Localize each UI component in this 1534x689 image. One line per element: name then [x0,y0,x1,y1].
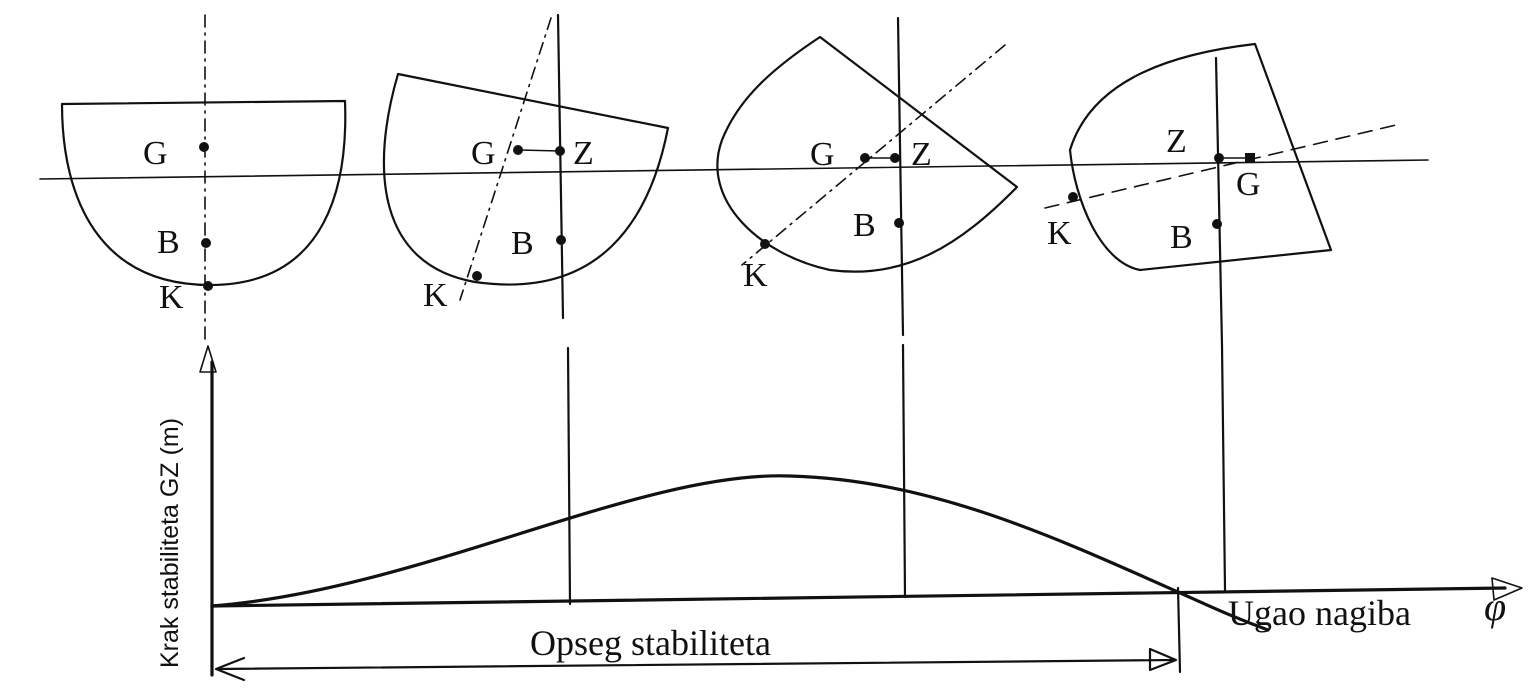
gz-axis-x-phi: φ [1484,584,1506,629]
hull-heel-small-point-b [556,235,566,245]
hull-upright-outline [60,99,347,287]
hull-heel-small-gz-arm [518,149,561,152]
hull-capsize-label-k: K [1047,215,1072,252]
gz-chart: Opseg stabiliteta Ugao nagiba φ Krak sta… [156,343,1523,682]
hull-upright: G B K [60,14,347,346]
hull-heel-small-point-z [555,146,565,156]
hull-capsize-label-b: B [1170,219,1193,256]
hull-heel-large-centerline [741,44,1006,266]
hull-heel-small-label-b: B [511,225,534,262]
hull-heel-small-vertical [556,13,565,320]
hull-heel-large-label-b: B [853,207,876,244]
hull-heel-large-point-b [894,218,904,228]
hull-upright-label-b: B [157,224,180,261]
hull-capsize: Z G B K [1044,42,1397,347]
hull-capsize-point-g [1245,153,1255,163]
hull-heel-large-label-g: G [810,136,835,173]
hull-upright-point-b [201,238,211,248]
hull-capsize-vertical [1214,56,1224,347]
hull-upright-point-g [199,142,209,152]
hull-heel-large-outline [716,35,1019,273]
hull-heel-large-point-k [760,239,770,249]
gz-axis-x [210,586,1507,608]
hull-upright-label-k: K [159,279,184,316]
stability-range-label: Opseg stabiliteta [530,623,771,663]
hull-heel-small-label-z: Z [573,135,594,172]
hull-upright-label-g: G [143,135,168,172]
hull-capsize-point-z [1214,153,1224,163]
gz-axis-y-arrow [199,345,217,373]
gz-curve [210,474,1270,632]
hull-heel-small-centerline [459,17,552,301]
gz-drop-line-1 [566,346,572,606]
gz-axis-y-label: Krak stabiliteta GZ (m) [156,418,184,668]
hull-capsize-point-b [1212,219,1222,229]
gz-drop-line-3 [1220,343,1227,592]
hull-heel-large-label-k: K [743,257,768,294]
stability-range-arrow [216,658,1176,671]
hull-capsize-label-z: Z [1166,123,1187,160]
stability-range-arrow-right [1148,647,1178,672]
hull-heel-small-point-k [472,271,482,281]
hull-upright-point-k [203,281,213,291]
waterline [39,159,1429,180]
hull-heel-large: G Z B K [716,16,1019,337]
hull-heel-large-point-g [860,153,870,163]
hull-capsize-point-k [1068,192,1078,202]
gz-axis-x-label: Ugao nagiba [1228,593,1411,633]
hull-capsize-outline [1068,42,1333,272]
hull-heel-large-label-z: Z [911,136,932,173]
stability-range-arrow-left [214,656,246,682]
hull-capsize-label-g: G [1236,166,1261,203]
gz-axis-x-arrow [1491,577,1523,601]
hull-heel-small-point-g [513,145,523,155]
hull-heel-small-label-g: G [471,135,496,172]
hull-heel-small-outline [382,72,670,286]
gz-drop-line-2 [901,343,907,599]
hull-heel-small-label-k: K [423,277,448,314]
stability-range-end-line [1176,586,1182,674]
hull-heel-large-vertical [896,16,905,337]
hull-heel-large-point-z [890,153,900,163]
hull-heel-small: G Z B K [382,13,670,320]
hull-capsize-centerline [1044,124,1397,209]
